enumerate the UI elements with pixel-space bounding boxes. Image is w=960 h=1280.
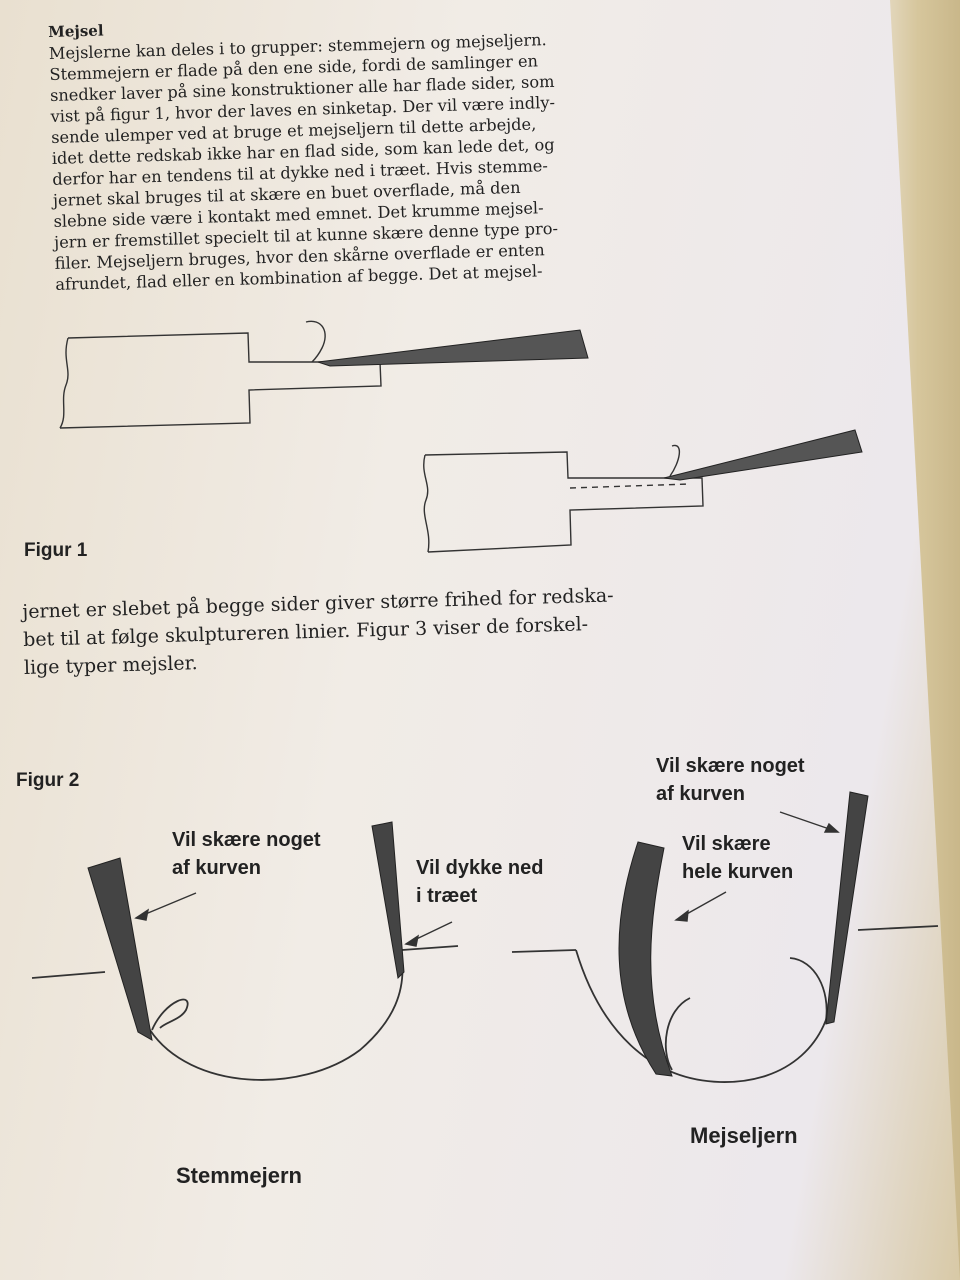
annotation-line: hele kurven	[682, 861, 794, 883]
fig1-shaving-lower	[669, 444, 680, 477]
fig2-left-baseline	[31, 971, 106, 979]
annotation-line: Vil skære noget	[172, 829, 321, 851]
annotation-line: af kurven	[656, 783, 745, 805]
fig2-left-shaving	[151, 998, 189, 1031]
caption-mejseljern: Mejseljern	[690, 1123, 798, 1148]
fig2-left-curve	[149, 959, 404, 1081]
figure2-label: Figur 2	[16, 770, 80, 791]
fig1-chisel-upper	[317, 329, 589, 367]
annotation-right-b: Vil skære hele kurven	[682, 830, 793, 886]
fig2-right-shaving-a	[664, 997, 691, 1071]
annotation-line: Vil skære noget	[656, 755, 805, 777]
annotation-line: i træet	[416, 885, 478, 907]
fig2-right-shaving-b	[789, 957, 828, 1021]
annotation-line: Vil skære	[682, 833, 771, 855]
fig2-left-chisel-a	[87, 857, 153, 1041]
fig2-right-curve	[575, 949, 833, 1083]
fig2-left-chisel-b	[371, 821, 405, 980]
fig2-right-rightline	[857, 925, 939, 931]
fig2-left-rightline	[401, 945, 459, 951]
fig2-right-chisel-b	[825, 791, 869, 1025]
continuation-text: jernet er slebet på begge sider giver st…	[22, 580, 664, 682]
annotation-left-b: Vil dykke ned i træet	[416, 854, 543, 910]
annotation-line: af kurven	[172, 857, 261, 879]
annotation-left-a: Vil skære noget af kurven	[172, 826, 321, 882]
fig1-workpiece-lower	[424, 451, 704, 553]
fig2-right-leftline	[511, 949, 577, 953]
annotation-line: Vil dykke ned	[416, 857, 544, 879]
fig1-workpiece-lower-edge	[423, 454, 430, 553]
caption-stemmejern: Stemmejern	[176, 1163, 302, 1188]
fig1-dashed-line	[569, 483, 691, 489]
fig2-right-chisel-a	[618, 841, 673, 1077]
annotation-right-a: Vil skære noget af kurven	[656, 752, 805, 808]
fig1-shaving-upper	[305, 320, 326, 363]
figure1-label: Figur 1	[24, 540, 88, 561]
fig1-workpiece-upper-edge	[59, 337, 69, 429]
fig1-chisel-lower	[663, 429, 863, 481]
fig1-workpiece-upper	[59, 332, 382, 429]
